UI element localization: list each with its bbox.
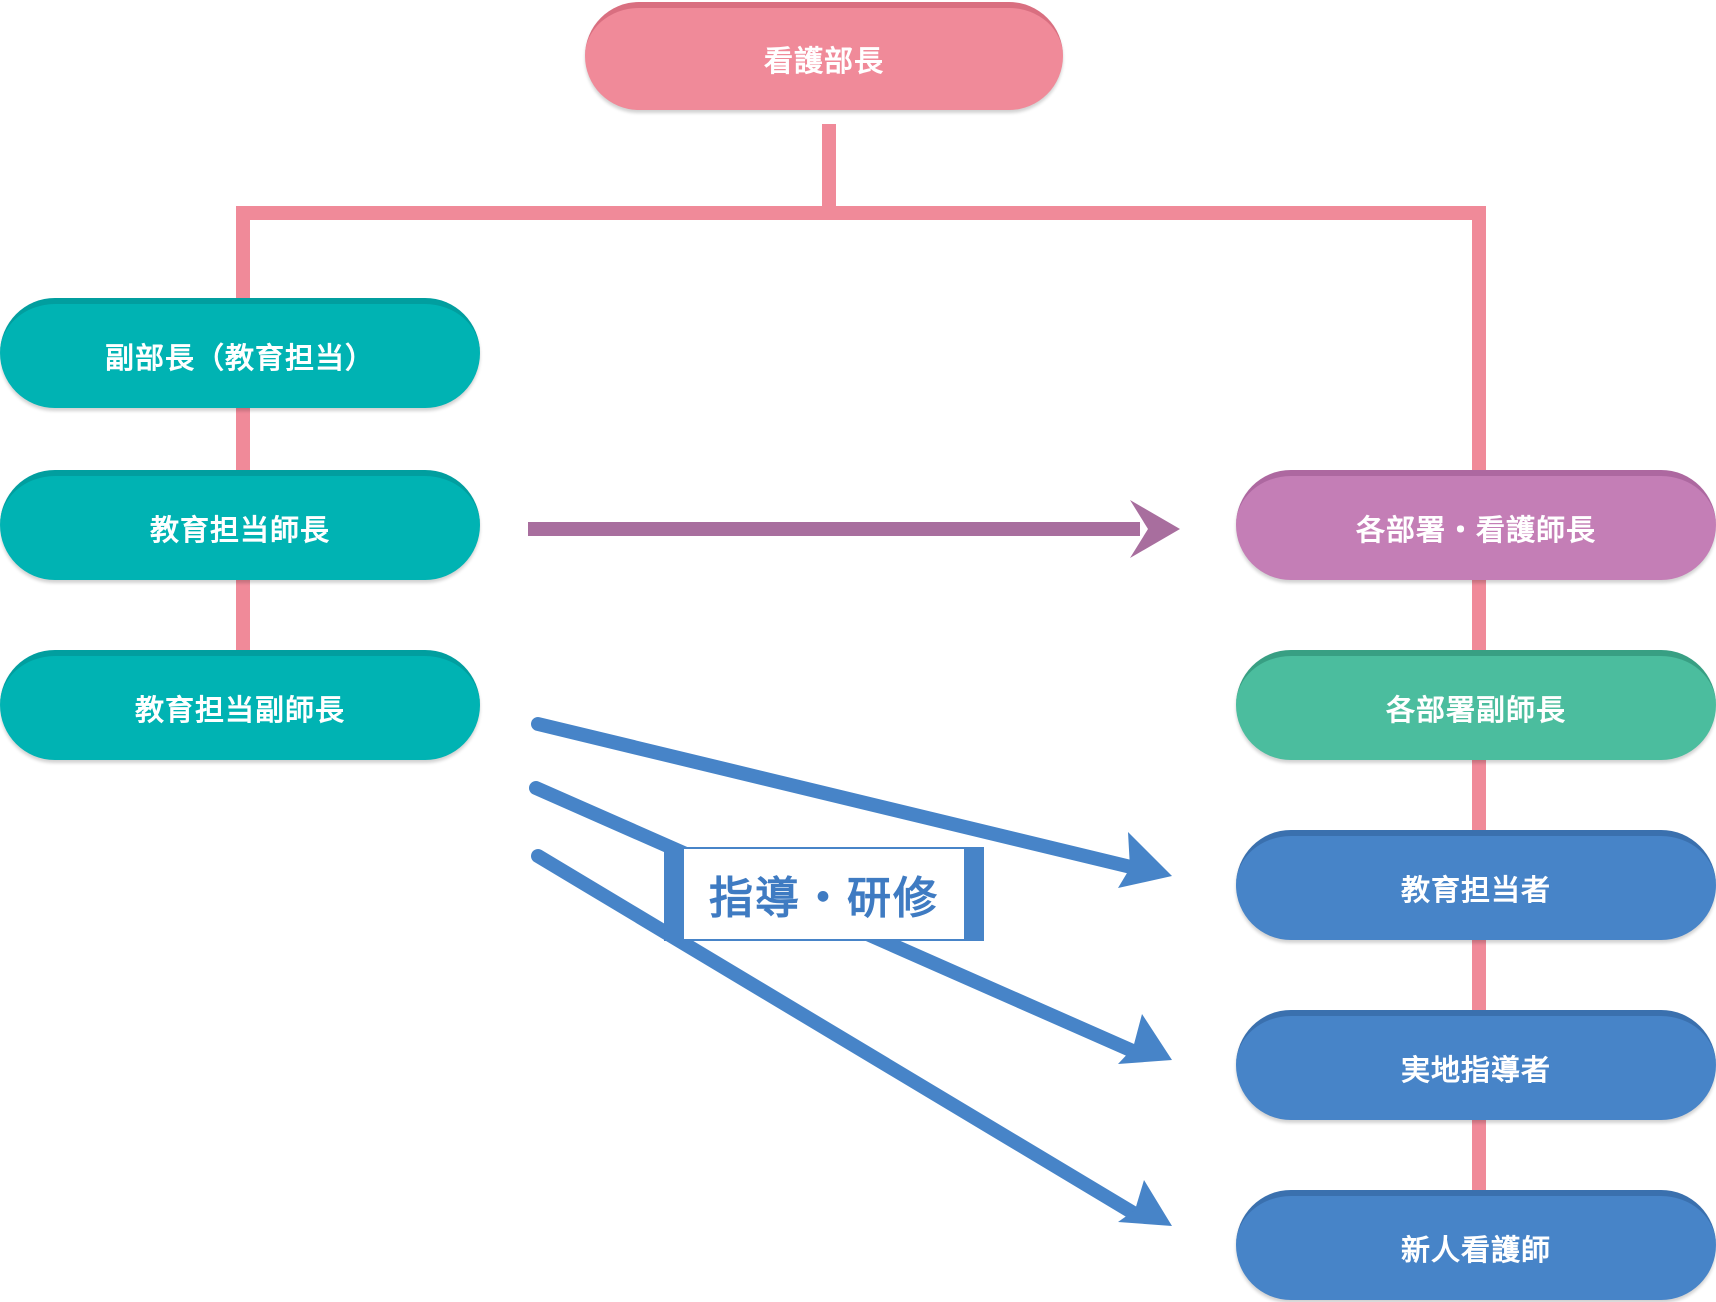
node-director[interactable]: 看護部長 [585, 2, 1063, 110]
node-education-staff[interactable]: 教育担当者 [1236, 830, 1716, 940]
blue-arrow-2-head [1118, 1014, 1172, 1064]
node-dept-head-nurses[interactable]: 各部署・看護師長 [1236, 470, 1716, 580]
line-branch [236, 206, 1486, 480]
purple-arrow [528, 500, 1180, 558]
blue-arrows [529, 717, 1142, 1221]
node-education-head-nurse[interactable]: 教育担当師長 [0, 470, 480, 580]
node-deputy-director[interactable]: 副部長（教育担当） [0, 298, 480, 408]
blue-arrow-3-head [1118, 1180, 1172, 1226]
hierarchy-lines [236, 124, 1486, 1198]
node-new-nurses[interactable]: 新人看護師 [1236, 1190, 1716, 1300]
guidance-training-label: 指導・研修 [664, 847, 984, 941]
blue-arrow-3-shaft [531, 849, 1142, 1221]
blue-arrow-1-shaft [531, 717, 1142, 875]
node-education-deputy-head-nurse[interactable]: 教育担当副師長 [0, 650, 480, 760]
blue-arrow-1-head [1118, 832, 1172, 888]
node-practical-instructor[interactable]: 実地指導者 [1236, 1010, 1716, 1120]
node-dept-deputy-head-nurses[interactable]: 各部署副師長 [1236, 650, 1716, 760]
